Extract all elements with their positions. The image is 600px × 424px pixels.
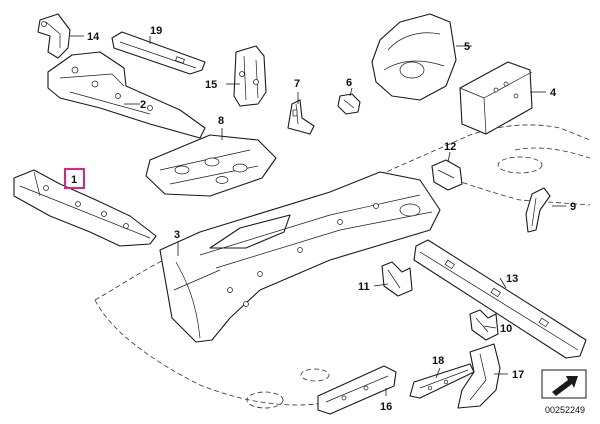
label-7[interactable]: 7 (294, 78, 300, 90)
part-labels: 14 19 2 15 7 6 5 4 8 12 9 3 13 11 10 18 … (87, 25, 576, 413)
part-8-crossmember[interactable] (145, 134, 277, 197)
label-8[interactable]: 8 (218, 115, 224, 127)
label-6[interactable]: 6 (346, 77, 352, 89)
part-15-bracket[interactable] (233, 45, 267, 107)
part-4-box[interactable] (459, 61, 533, 135)
part-10-clip[interactable] (469, 309, 499, 341)
part-13-rail[interactable] (413, 239, 587, 359)
label-12[interactable]: 12 (444, 141, 456, 153)
part-1-side-member[interactable] (13, 169, 157, 247)
label-16[interactable]: 16 (380, 401, 392, 413)
part-6-clip[interactable] (337, 93, 361, 115)
label-1: 1 (71, 174, 77, 186)
part-18-strip[interactable] (409, 363, 475, 399)
label-2[interactable]: 2 (140, 99, 146, 111)
label-19[interactable]: 19 (150, 25, 162, 37)
part-12-clip[interactable] (431, 159, 463, 191)
label-14[interactable]: 14 (87, 31, 100, 43)
part-7-bracket[interactable] (287, 99, 315, 135)
label-5[interactable]: 5 (464, 41, 470, 53)
highlighted-part-label[interactable]: 1 (64, 168, 85, 189)
part-17-panel[interactable] (457, 343, 501, 409)
part-14-bracket[interactable] (37, 13, 71, 59)
part-11-clip[interactable] (381, 261, 413, 297)
diagram-id: 00252249 (545, 405, 586, 415)
label-18[interactable]: 18 (432, 355, 444, 367)
label-4[interactable]: 4 (550, 87, 557, 99)
label-17[interactable]: 17 (512, 369, 524, 381)
part-9-bracket[interactable] (525, 187, 551, 233)
label-9[interactable]: 9 (570, 201, 576, 213)
label-10[interactable]: 10 (500, 323, 512, 335)
label-15[interactable]: 15 (205, 79, 217, 91)
part-2-member[interactable] (47, 51, 206, 139)
leader-lines (70, 35, 566, 396)
part-5-wheelhouse[interactable] (371, 13, 457, 101)
arrow-icon (541, 369, 587, 399)
label-3[interactable]: 3 (174, 229, 180, 241)
label-13[interactable]: 13 (506, 273, 518, 285)
part-16-support[interactable] (317, 365, 397, 415)
label-11[interactable]: 11 (358, 281, 370, 293)
part-3-tunnel[interactable] (159, 171, 441, 343)
part-19-strip[interactable] (111, 31, 206, 75)
